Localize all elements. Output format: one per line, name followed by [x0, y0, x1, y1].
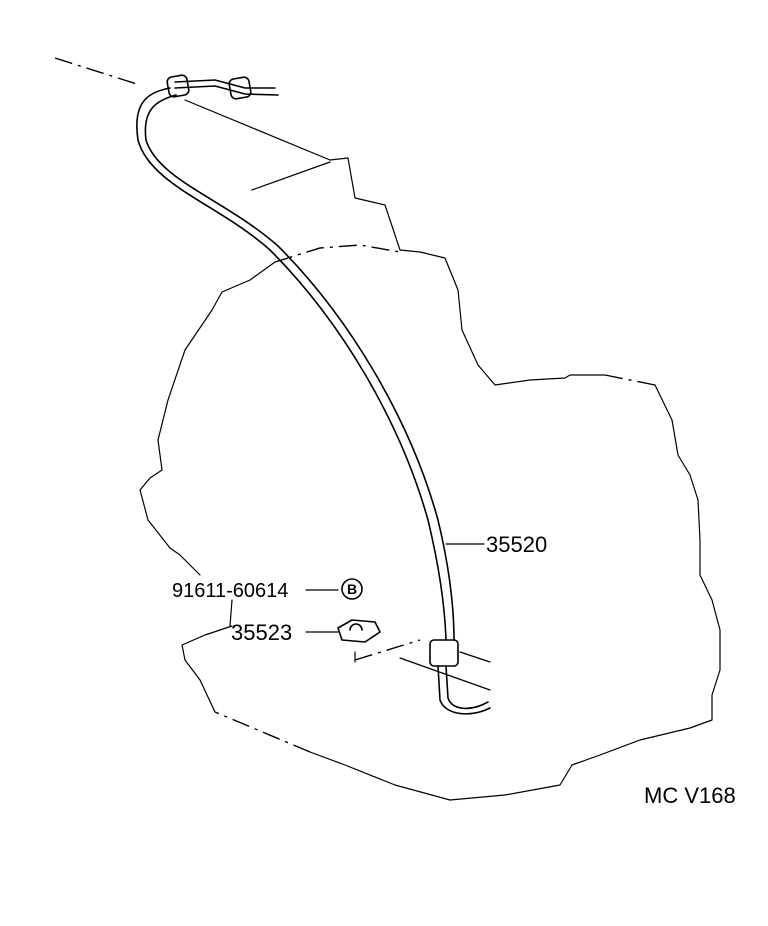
- retainer-clip: [337, 619, 381, 643]
- part-label-35523: 35523: [231, 620, 292, 645]
- part-label-91611-60614: 91611-60614: [172, 580, 288, 602]
- reference-code: MC V168: [644, 783, 736, 808]
- badge-b-icon: B: [341, 578, 363, 600]
- throttle-cable: [136, 74, 491, 715]
- badge-letter: B: [347, 581, 357, 597]
- transmission-housing: [54, 57, 721, 801]
- part-label-35520: 35520: [486, 532, 547, 557]
